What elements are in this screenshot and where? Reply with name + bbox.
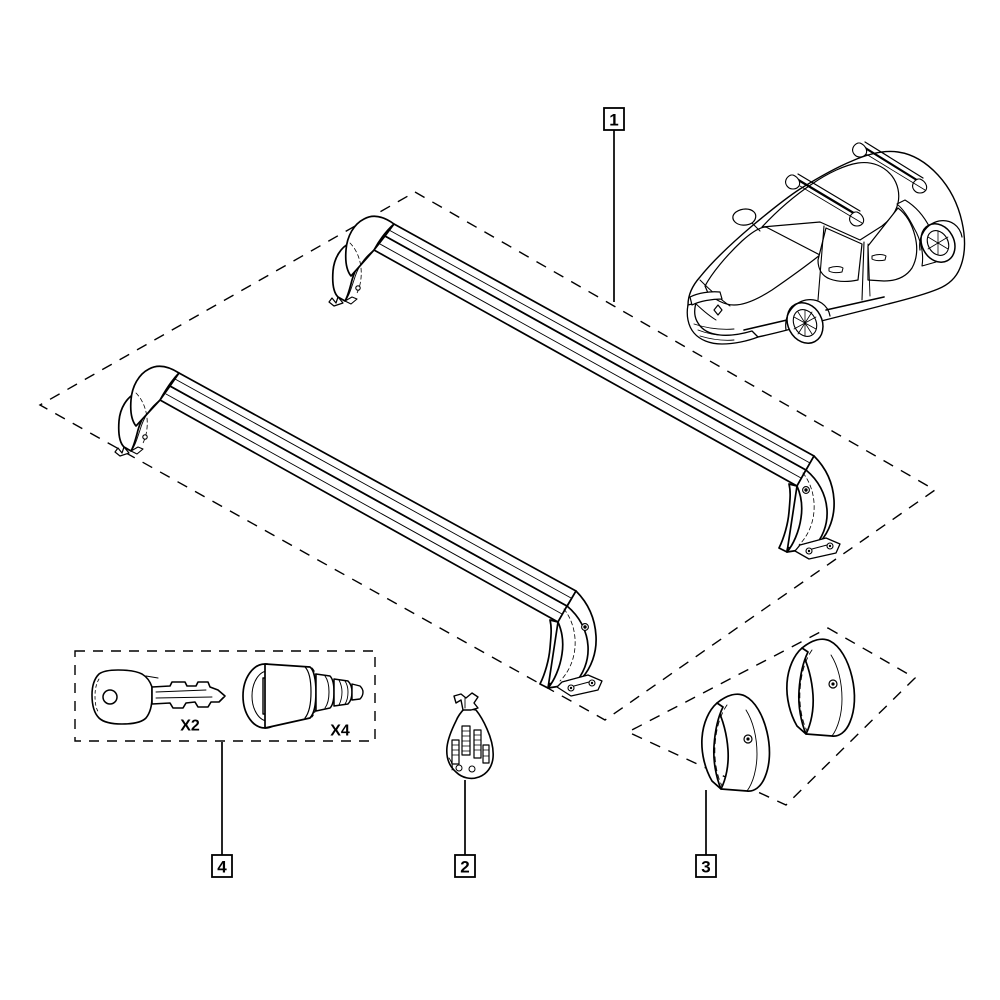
callout-4-box bbox=[211, 854, 233, 878]
vehicle-reference-clio bbox=[686, 141, 966, 345]
callout-4[interactable]: 4 bbox=[211, 742, 233, 878]
lock-barrel-part bbox=[242, 663, 364, 729]
callout-3-label: 3 bbox=[701, 858, 710, 877]
end-caps-group-outline bbox=[626, 627, 917, 806]
callout-3[interactable]: 3 bbox=[695, 790, 717, 878]
roof-bar-lower-right-foot bbox=[539, 590, 603, 697]
end-cap-left bbox=[701, 693, 771, 792]
callout-4-label: 4 bbox=[217, 858, 227, 877]
key-part bbox=[91, 669, 226, 725]
end-cap-right bbox=[786, 638, 856, 737]
callout-1[interactable]: 1 bbox=[603, 107, 625, 302]
roof-bars-group-outline bbox=[38, 191, 937, 721]
roof-bar-upper-right-foot bbox=[778, 455, 841, 560]
hardware-bag-part bbox=[446, 692, 494, 780]
callout-2-label: 2 bbox=[460, 858, 469, 877]
callout-1-label: 1 bbox=[609, 111, 618, 130]
callout-2[interactable]: 2 bbox=[454, 780, 476, 878]
callout-3-box bbox=[695, 854, 717, 878]
keys-group-outline bbox=[74, 650, 376, 742]
callout-2-box bbox=[454, 854, 476, 878]
roof-bar-upper bbox=[328, 215, 815, 487]
roof-bar-lower bbox=[114, 365, 577, 623]
key-quantity-label: X2 bbox=[180, 718, 200, 735]
callout-1-box bbox=[603, 107, 625, 131]
lock-barrel-quantity-label: X4 bbox=[330, 723, 350, 740]
